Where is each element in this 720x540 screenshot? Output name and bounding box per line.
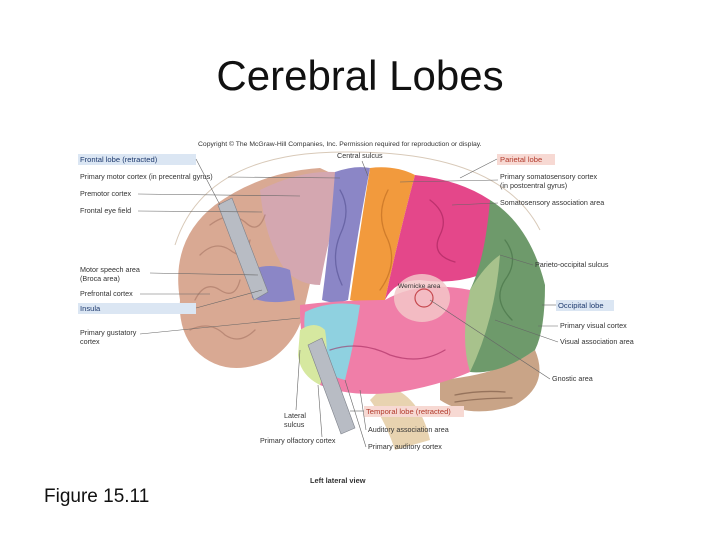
view-label: Left lateral view (310, 476, 366, 485)
leader-gustatory (139, 317, 301, 335)
motor-speech-label: Motor speech area (80, 265, 140, 274)
somatosensory-association-label: Somatosensory association area (500, 198, 604, 207)
occipital-lobe-label-box (556, 300, 614, 311)
leader-primary-auditory (344, 379, 367, 448)
copyright-notice: Copyright © The McGraw-Hill Companies, I… (198, 140, 482, 148)
gustatory-label-cont: cortex (80, 337, 100, 346)
temporal-retractor (307, 337, 356, 435)
primary-motor-label: Primary motor cortex (in precentral gyru… (80, 172, 213, 181)
visual-association-region (462, 255, 500, 372)
leader-visual-assoc (494, 319, 559, 343)
leader-frontal-eye (137, 210, 263, 213)
slide-title: Cerebral Lobes (216, 52, 504, 99)
gnostic-area-label: Gnostic area (552, 374, 593, 383)
premotor-region (260, 171, 345, 285)
temporal-lobe-label-box (364, 406, 464, 417)
premotor-label: Premotor cortex (80, 189, 132, 198)
visual-association-label: Visual association area (560, 337, 634, 346)
leader-frontal-lobe (195, 158, 221, 206)
brainstem (370, 385, 430, 450)
leader-lateral-sulcus (295, 349, 301, 411)
primary-auditory-label: Primary auditory cortex (368, 442, 442, 451)
leader-gnostic (429, 299, 551, 380)
leader-somato-assoc (451, 202, 499, 206)
wernicke-area (394, 274, 450, 322)
leader-broca (149, 272, 259, 276)
prefrontal-label: Prefrontal cortex (80, 289, 133, 298)
somatosensory-region (350, 167, 415, 303)
frontal-retractor (217, 197, 269, 301)
lateral-sulcus-label: Lateral (284, 411, 306, 420)
central-sulcus-label: Central sulcus (337, 151, 383, 160)
frontal-eye-label: Frontal eye field (80, 206, 131, 215)
gustatory-label: Primary gustatory (80, 328, 137, 337)
frontal-lobe-label: Frontal lobe (retracted) (80, 155, 158, 164)
insula-label: Insula (80, 304, 101, 313)
leader-parietal-lobe (459, 158, 498, 179)
primary-somatosensory-label: Primary somatosensory cortex (500, 172, 597, 181)
wernicke-label: Wernicke area (398, 283, 441, 290)
leader-somatosensory (399, 179, 499, 183)
frontal-lobe-label-box (78, 154, 196, 165)
parieto-occipital-label: Parieto-occipital sulcus (535, 260, 609, 269)
leader-primary-motor (227, 176, 341, 179)
cerebellum (440, 350, 540, 412)
leader-olfactory (317, 384, 323, 438)
leader-parieto-occipital (499, 254, 534, 266)
parietal-lobe-label-box (497, 154, 555, 165)
leader-insula (195, 289, 263, 309)
leader-auditory-assoc (359, 389, 367, 431)
figure-caption: Figure 15.11 (44, 486, 150, 507)
wernicke-center-mark (414, 288, 434, 308)
occipital-lobe-label: Occipital lobe (558, 301, 604, 310)
temporal-lobe-label: Temporal lobe (retracted) (366, 407, 451, 416)
parietal-lobe-label: Parietal lobe (500, 155, 542, 164)
broca-label: (Broca area) (80, 274, 120, 283)
leader-premotor (137, 193, 301, 197)
postcentral-gyrus-label: (in postcentral gyrus) (500, 181, 567, 190)
primary-motor-region (322, 167, 370, 303)
lateral-sulcus-label-cont: sulcus (284, 420, 305, 429)
olfactory-label: Primary olfactory cortex (260, 436, 336, 445)
leader-central-sulcus (361, 160, 369, 177)
gyrus-texture (189, 189, 514, 403)
insula-label-box (78, 303, 196, 314)
primary-visual-label: Primary visual cortex (560, 321, 627, 330)
auditory-association-label: Auditory association area (368, 425, 449, 434)
